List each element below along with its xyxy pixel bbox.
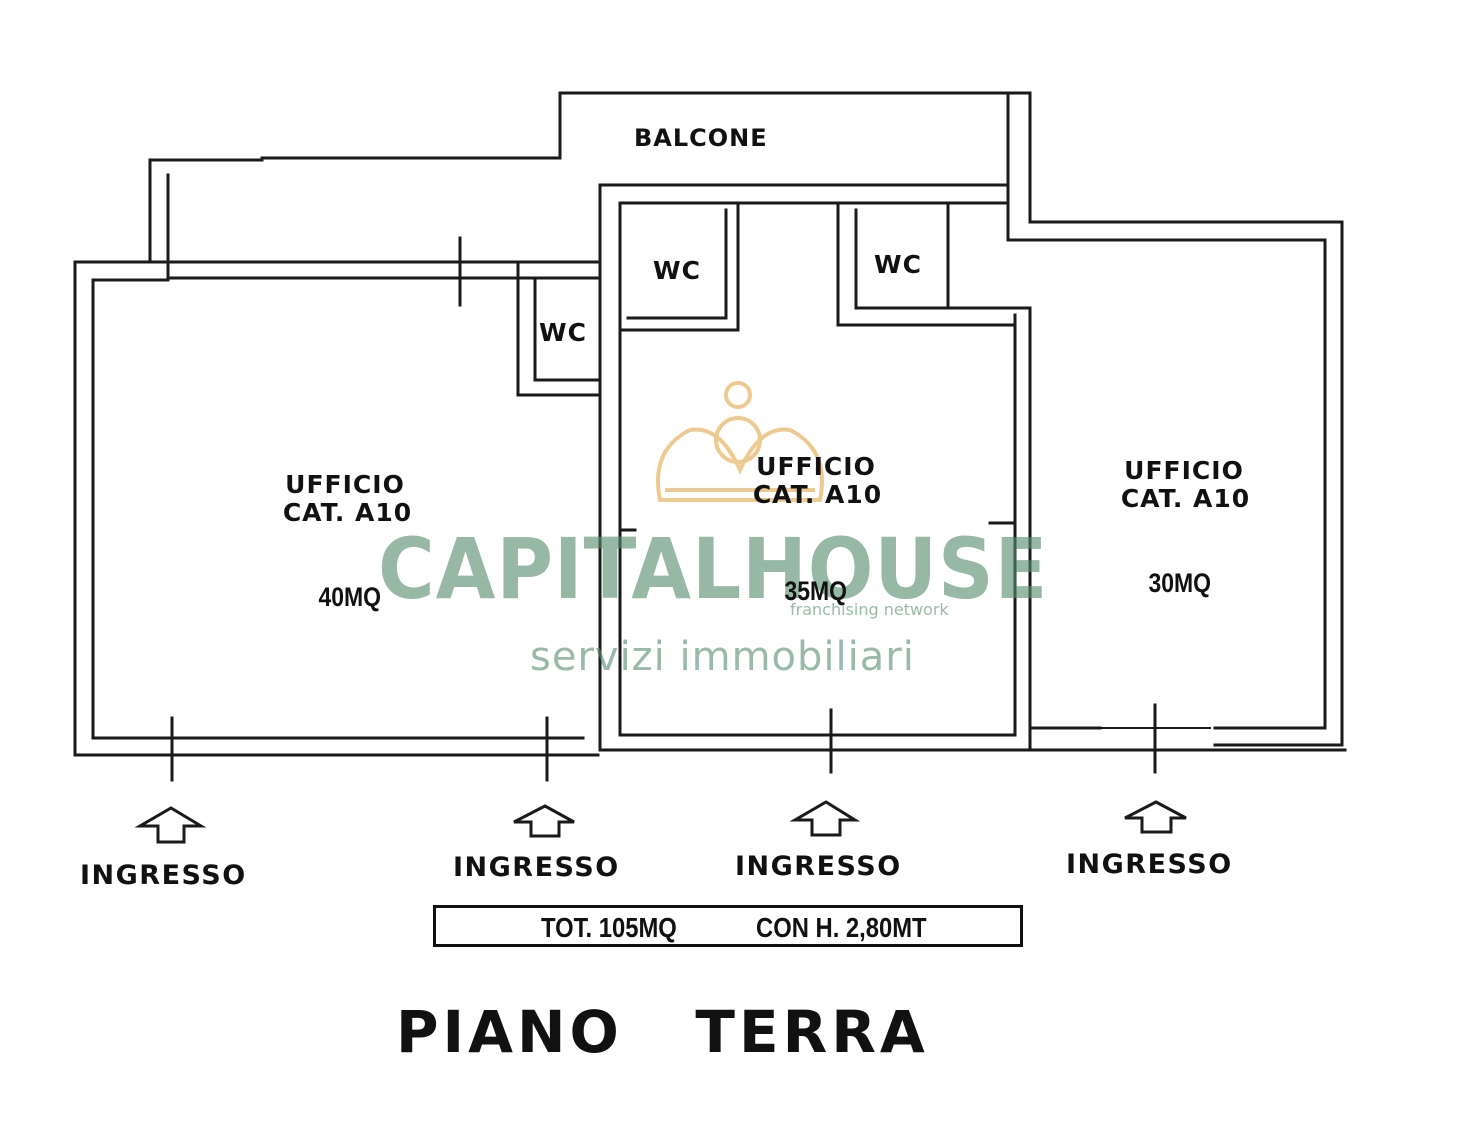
office-1-area: 40MQ: [318, 582, 382, 612]
total-area-box: TOT. 105MQ CON H. 2,80MT: [433, 905, 1023, 947]
total-area: TOT. 105MQ: [541, 912, 677, 943]
office-3-cat: CAT. A10: [1120, 484, 1251, 513]
wc-walls: [516, 201, 1032, 397]
entrance-label-2: INGRESSO: [453, 852, 620, 883]
office-2-cat: CAT. A10: [752, 480, 883, 509]
crown-icon: [656, 381, 824, 502]
office-3-name: UFFICIO: [1124, 456, 1244, 485]
wc-label-1: WC: [539, 318, 587, 347]
watermark-subtitle: franchising network: [790, 600, 949, 619]
entrance-label-3: INGRESSO: [735, 851, 902, 882]
watermark-tagline: servizi immobiliari: [530, 634, 915, 680]
entrance-label-1: INGRESSO: [80, 860, 247, 891]
door-marks: [170, 236, 1157, 782]
office-2-area: 35MQ: [784, 576, 848, 606]
floor-title: PIANO TERRA: [396, 998, 929, 1066]
office-2-name: UFFICIO: [756, 452, 876, 481]
windows: [194, 184, 1211, 756]
ceiling-height: CON H. 2,80MT: [756, 912, 927, 943]
wc-label-3: WC: [874, 250, 922, 279]
office-1-cat: CAT. A10: [282, 498, 413, 527]
office-3-area: 30MQ: [1148, 568, 1212, 598]
balcone-label: BALCONE: [634, 124, 768, 152]
entrance-label-4: INGRESSO: [1066, 849, 1233, 880]
office-1-name: UFFICIO: [285, 470, 405, 499]
watermark-brand: CAPITALHOUSE: [378, 520, 1049, 618]
up-arrow-icon: [134, 800, 1187, 844]
wc-label-2: WC: [653, 256, 701, 285]
